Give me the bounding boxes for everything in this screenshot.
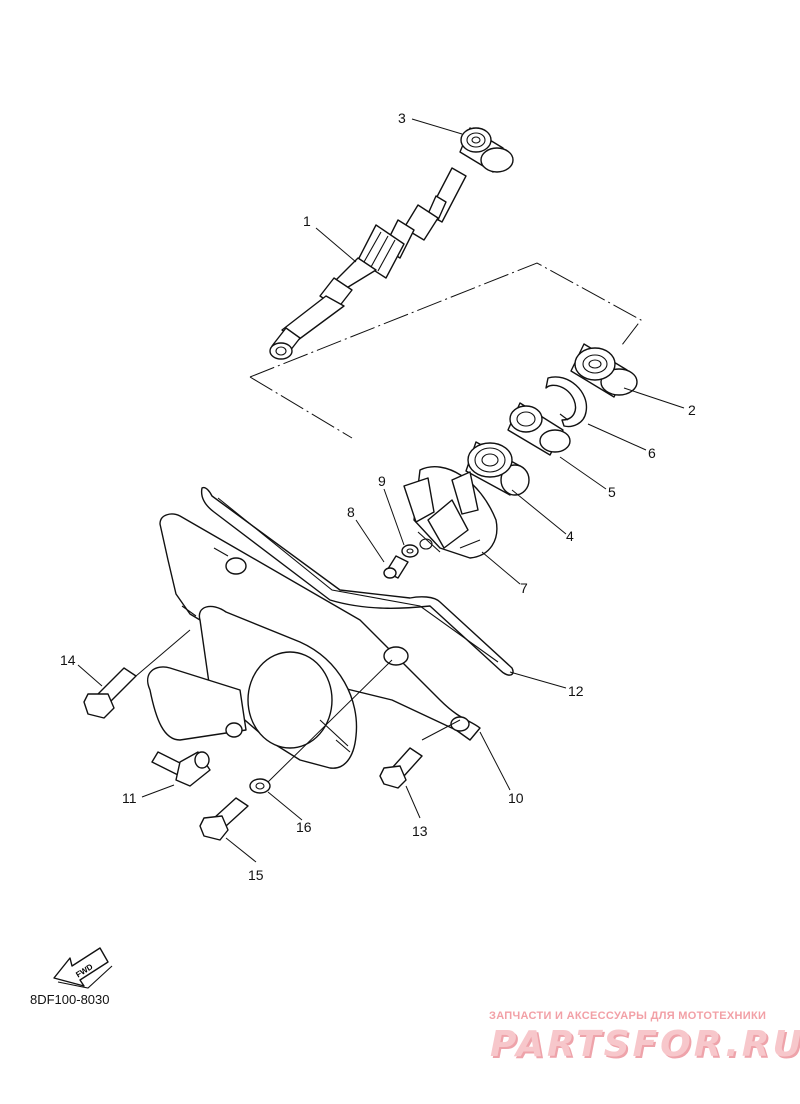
callout-8: 8 (347, 504, 355, 520)
callout-13: 13 (412, 823, 428, 839)
callout-15: 15 (248, 867, 264, 883)
part-1-impeller-shaft (269, 167, 467, 360)
callout-4: 4 (566, 528, 574, 544)
part-4-mechanical-seal (465, 441, 530, 496)
part-6-circlip (545, 376, 588, 428)
fwd-arrow-icon: FWD (53, 947, 113, 989)
callout-9: 9 (378, 473, 386, 489)
callout-6: 6 (648, 445, 656, 461)
part-8-bolt (383, 555, 409, 579)
diagram-code: 8DF100-8030 (30, 992, 110, 1007)
part-15-bolt (199, 797, 249, 841)
callout-3: 3 (398, 110, 406, 126)
part-14-bolt (83, 667, 137, 719)
pump-housing (147, 605, 358, 769)
callout-12: 12 (568, 683, 584, 699)
leader-lines (77, 118, 685, 863)
part-5-oil-seal (507, 402, 571, 456)
part-2-bearing (570, 343, 638, 398)
callout-2: 2 (688, 402, 696, 418)
part-13-bolt (379, 747, 423, 789)
part-12-gasket-inner (217, 497, 499, 663)
callout-5: 5 (608, 484, 616, 500)
watermark-tagline: ЗАПЧАСТИ И АКСЕССУАРЫ ДЛЯ МОТОТЕХНИКИ (489, 1010, 767, 1022)
part-11-fitting (151, 751, 211, 787)
callout-7: 7 (520, 580, 528, 596)
callout-16: 16 (296, 819, 312, 835)
callout-14: 14 (60, 652, 76, 668)
part-3-bearing (459, 127, 514, 173)
assembly-bracket (249, 262, 642, 439)
callout-1: 1 (303, 213, 311, 229)
part-16-washer (249, 778, 271, 794)
watermark-logo: PARTSFOR.RU (490, 1024, 800, 1065)
callout-10: 10 (508, 790, 524, 806)
part-12-gasket (200, 486, 514, 676)
part-7-impeller (403, 466, 498, 559)
callout-11: 11 (122, 790, 137, 806)
part-9-washer (401, 544, 419, 558)
